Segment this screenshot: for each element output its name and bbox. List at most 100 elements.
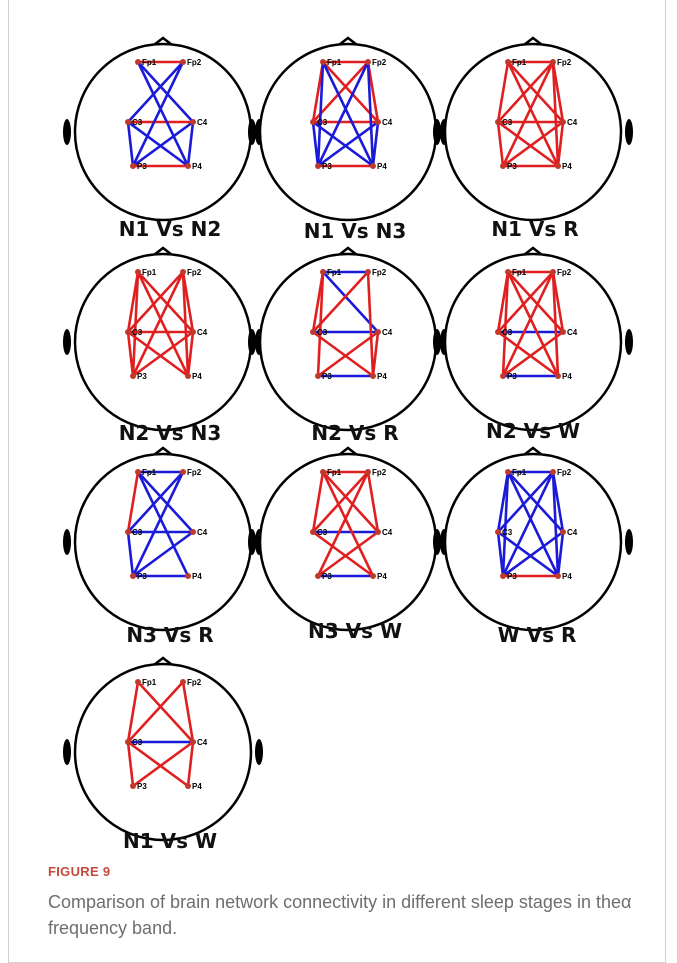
electrode-label-p4: P4 [562,372,572,381]
electrode-p3 [130,373,136,379]
panel-label: N1 Vs W [70,829,270,853]
electrode-fp1 [320,269,326,275]
head-map-svg: Fp1Fp2C3C4P3P4 [255,450,445,640]
electrode-label-p3: P3 [322,162,332,171]
electrode-label-p3: P3 [137,572,147,581]
electrode-fp2 [365,469,371,475]
electrode-label-c4: C4 [567,328,578,337]
electrode-label-p3: P3 [137,782,147,791]
head-outline [260,254,436,430]
electrode-label-fp2: Fp2 [557,468,572,477]
electrode-c3 [495,119,501,125]
panel-label: N1 Vs N2 [70,217,270,241]
electrode-p4 [185,573,191,579]
electrode-label-fp2: Fp2 [187,58,202,67]
electrode-label-fp2: Fp2 [557,268,572,277]
electrode-label-c3: C3 [502,118,513,127]
electrode-p4 [185,163,191,169]
electrode-label-fp1: Fp1 [142,678,157,687]
electrode-label-c4: C4 [567,528,578,537]
head-outline [75,454,251,630]
panel-label: N3 Vs W [255,619,455,643]
electrode-label-c3: C3 [502,328,513,337]
electrode-p4 [555,163,561,169]
head-outline [445,454,621,630]
left-ear [63,329,71,355]
panel-label: W Vs R [437,623,637,647]
electrode-label-p4: P4 [562,162,572,171]
electrode-label-fp2: Fp2 [372,268,387,277]
electrode-label-p3: P3 [322,572,332,581]
electrode-p3 [130,163,136,169]
electrode-c4 [375,529,381,535]
electrode-fp1 [135,269,141,275]
electrode-label-c4: C4 [197,118,208,127]
electrode-c4 [560,529,566,535]
electrode-label-p3: P3 [322,372,332,381]
electrode-label-p4: P4 [192,372,202,381]
head-map-svg: Fp1Fp2C3C4P3P4 [70,660,260,850]
electrode-label-fp1: Fp1 [142,268,157,277]
electrode-c4 [560,329,566,335]
electrode-label-fp2: Fp2 [187,268,202,277]
electrode-label-p4: P4 [562,572,572,581]
electrode-label-c4: C4 [197,528,208,537]
electrode-label-fp1: Fp1 [512,58,527,67]
electrode-p3 [500,163,506,169]
electrode-label-p4: P4 [192,572,202,581]
electrode-label-fp2: Fp2 [187,678,202,687]
panel-label: N3 Vs R [70,623,270,647]
electrode-c3 [125,739,131,745]
figure-caption: Comparison of brain network connectivity… [48,889,638,941]
electrode-fp2 [180,469,186,475]
electrode-c4 [375,119,381,125]
left-ear [248,529,256,555]
electrode-c3 [310,329,316,335]
electrode-label-p4: P4 [377,572,387,581]
electrode-fp1 [320,59,326,65]
electrode-label-c4: C4 [567,118,578,127]
electrode-label-c4: C4 [382,118,393,127]
electrode-c4 [190,329,196,335]
panel-label: N1 Vs N3 [255,219,455,243]
figure-label: FIGURE 9 [48,864,110,879]
panel-label: N2 Vs N3 [70,421,270,445]
electrode-c3 [495,529,501,535]
electrode-label-p4: P4 [192,162,202,171]
right-ear [625,329,633,355]
electrode-p3 [130,573,136,579]
head-map: Fp1Fp2C3C4P3P4 [255,40,445,230]
electrode-label-c3: C3 [132,118,143,127]
electrode-fp1 [320,469,326,475]
electrode-label-c3: C3 [132,738,143,747]
left-ear [248,329,256,355]
electrode-c4 [560,119,566,125]
panel-label: N2 Vs W [433,419,633,443]
electrode-fp1 [135,59,141,65]
electrode-fp2 [180,679,186,685]
electrode-fp2 [550,59,556,65]
head-outline [75,664,251,840]
electrode-fp2 [180,269,186,275]
electrode-label-fp2: Fp2 [557,58,572,67]
electrode-label-c3: C3 [317,118,328,127]
head-map-svg: Fp1Fp2C3C4P3P4 [255,250,445,440]
electrode-label-fp1: Fp1 [327,58,342,67]
electrode-p4 [555,573,561,579]
electrode-label-p4: P4 [377,162,387,171]
electrode-label-c3: C3 [132,328,143,337]
electrode-c3 [495,329,501,335]
electrode-label-c4: C4 [197,738,208,747]
left-ear [63,529,71,555]
left-ear [63,119,71,145]
electrode-label-fp1: Fp1 [512,468,527,477]
electrode-label-fp1: Fp1 [142,468,157,477]
head-map: Fp1Fp2C3C4P3P4 [70,250,260,440]
head-outline [445,254,621,430]
